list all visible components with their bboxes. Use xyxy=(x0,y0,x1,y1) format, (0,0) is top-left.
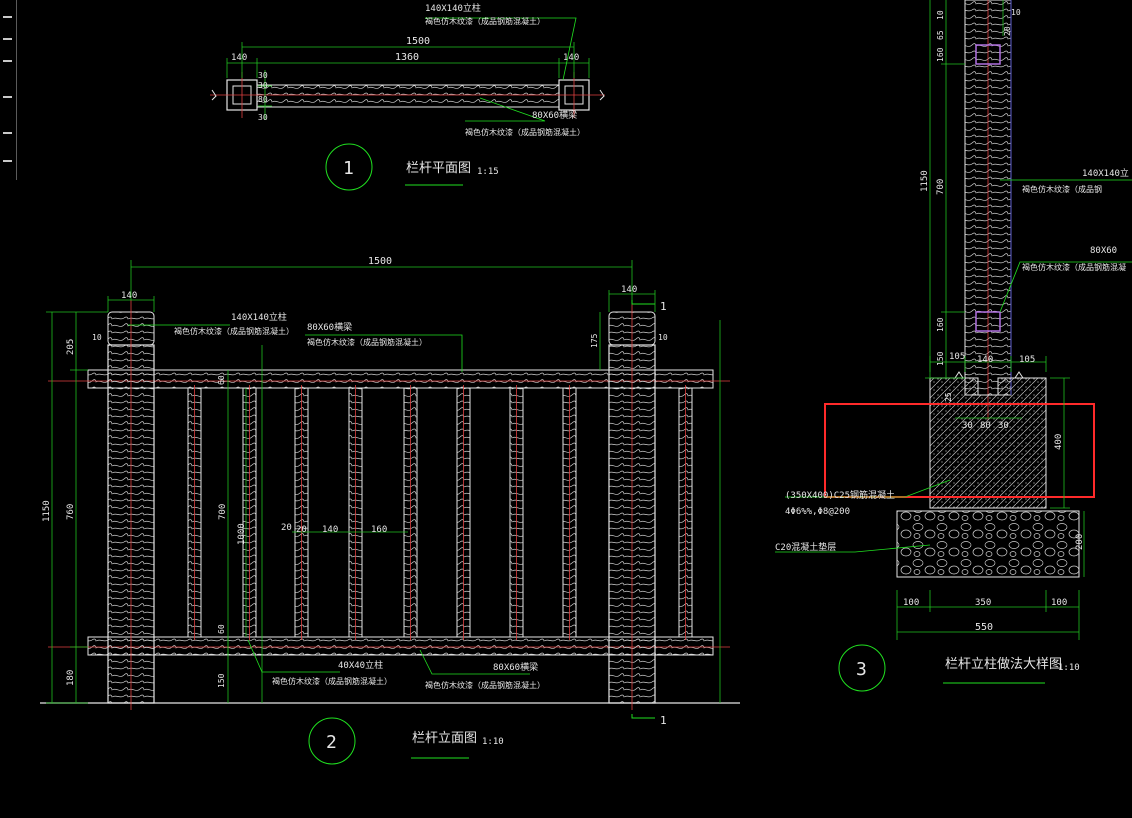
elev-bubble xyxy=(308,717,356,765)
elev-note-post-finish: 褐色仿木纹漆（成品钢筋混凝土） xyxy=(174,326,294,336)
detail-dim-140: 140 xyxy=(977,355,993,365)
plan-dim-80: 80 xyxy=(258,95,268,104)
elev-dim-post-right: 140 xyxy=(621,285,637,295)
detail-note-rail-finish: 褐色仿木纹漆（成品钢筋混凝 xyxy=(1022,262,1126,272)
elev-dim-60-top: 60 xyxy=(217,375,226,385)
detail-view: 1150 700 160 65 10 10 20 160 150 105 140… xyxy=(775,0,1132,692)
elev-dim-700: 700 xyxy=(218,504,228,520)
elev-dim-60-bottom: 60 xyxy=(217,624,226,634)
elev-dim-150: 150 xyxy=(217,673,226,688)
detail-dim-20: 20 xyxy=(1003,26,1012,36)
highlight-selection-box[interactable] xyxy=(824,403,1095,498)
elev-note-baluster: 40X40立柱 xyxy=(338,659,383,671)
elev-note-rail-finish: 褐色仿木纹漆（成品钢筋混凝土） xyxy=(307,337,427,347)
plan-note-post: 140X140立柱 xyxy=(425,2,481,14)
elev-bottom-rail xyxy=(87,636,714,656)
detail-rail-mark-top xyxy=(975,44,1001,65)
plan-view: 1500 140 1360 140 30 30 80 30 140X140立柱 … xyxy=(210,2,605,191)
detail-dim-200: 200 xyxy=(1075,534,1085,550)
detail-note-post-finish: 褐色仿木纹漆（成品钢 xyxy=(1022,184,1102,194)
elev-dim-1150: 1150 xyxy=(42,500,52,522)
elev-dim-total: 1500 xyxy=(368,256,392,267)
plan-bubble-number: 1 xyxy=(343,158,354,179)
elev-note-rail-bottom-finish: 褐色仿木纹漆（成品钢筋混凝土） xyxy=(425,680,545,690)
detail-note-rail: 80X60 xyxy=(1090,246,1117,256)
detail-dim-700: 700 xyxy=(936,179,946,195)
detail-bubble xyxy=(838,644,886,692)
elev-dim-175: 175 xyxy=(590,333,599,348)
detail-dim-25: 25 xyxy=(944,392,953,402)
elev-dim-160: 160 xyxy=(371,525,387,535)
elev-dim-760: 760 xyxy=(66,504,76,520)
detail-note-post: 140X140立 xyxy=(1082,167,1129,179)
elev-section-1-top: 1 xyxy=(660,300,667,313)
elevation-view: 1 1 1500 140 140 10 10 175 1150 205 760 xyxy=(40,256,740,765)
plan-note-post-finish: 褐色仿木纹漆（成品钢筋混凝土） xyxy=(425,16,545,26)
detail-dim-30-right: 30 xyxy=(998,421,1009,431)
detail-dim-80: 80 xyxy=(980,421,991,431)
detail-dim-100-right: 100 xyxy=(1051,598,1067,608)
detail-dim-105-right: 105 xyxy=(1019,355,1035,365)
detail-scale: 1:10 xyxy=(1058,663,1080,673)
detail-dim-160-top: 160 xyxy=(936,47,945,62)
elev-dim-20a: 20 xyxy=(281,523,292,533)
detail-base-course xyxy=(896,510,1080,578)
detail-dim-105-left: 105 xyxy=(949,352,965,362)
plan-bubble xyxy=(325,143,373,191)
plan-dim-right: 140 xyxy=(563,53,579,63)
elev-dim-180: 180 xyxy=(66,670,76,686)
detail-dim-100-left: 100 xyxy=(903,598,919,608)
plan-dim-30c: 30 xyxy=(258,113,268,122)
detail-dim-1150: 1150 xyxy=(920,170,930,192)
detail-dim-10-a: 10 xyxy=(936,10,945,20)
detail-rail-mark-bottom xyxy=(975,311,1001,332)
plan-title: 栏杆平面图 xyxy=(406,161,471,176)
detail-note-base: C20混凝土垫层 xyxy=(775,541,836,553)
plan-dim-left: 140 xyxy=(231,53,247,63)
elev-note-baluster-finish: 褐色仿木纹漆（成品钢筋混凝土） xyxy=(272,676,392,686)
elev-dim-post-left: 140 xyxy=(121,291,137,301)
plan-rail xyxy=(255,84,561,108)
detail-dim-30-left: 30 xyxy=(962,421,973,431)
detail-bubble-number: 3 xyxy=(856,659,867,680)
plan-note-rail-finish: 褐色仿木纹漆（成品钢筋混凝土） xyxy=(465,127,585,137)
left-toolbar-strip xyxy=(0,0,17,180)
elev-section-1-bottom: 1 xyxy=(660,714,667,727)
detail-dim-10-b: 10 xyxy=(1011,8,1021,17)
plan-scale: 1:15 xyxy=(477,167,499,177)
elev-note-rail-bottom: 80X60横梁 xyxy=(493,661,538,673)
elev-dim-1000: 1000 xyxy=(237,523,247,545)
detail-note-footing-rebar: 4Φ6%%,Φ8@200 xyxy=(785,507,850,517)
detail-footing xyxy=(929,377,1047,509)
elev-dim-10-right: 10 xyxy=(658,333,668,342)
detail-dim-160-bottom: 160 xyxy=(936,317,945,332)
plan-dim-30a: 30 xyxy=(258,71,268,80)
detail-note-footing: (350X400)C25钢筋混凝土 xyxy=(785,489,895,501)
elev-dim-140: 140 xyxy=(322,525,338,535)
elev-title: 栏杆立面图 xyxy=(412,731,477,746)
detail-dim-65: 65 xyxy=(936,30,945,40)
plan-dim-30b: 30 xyxy=(258,81,268,90)
elev-bubble-number: 2 xyxy=(326,732,337,753)
detail-dim-350: 350 xyxy=(975,598,991,608)
elev-dim-20b: 20 xyxy=(296,525,307,535)
detail-dim-400: 400 xyxy=(1054,434,1064,450)
detail-title: 栏杆立柱做法大样图 xyxy=(945,657,1062,672)
elev-note-post: 140X140立柱 xyxy=(231,311,287,323)
plan-dim-mid: 1360 xyxy=(395,52,419,63)
elev-scale: 1:10 xyxy=(482,737,504,747)
elev-dim-205: 205 xyxy=(66,339,76,355)
detail-dim-150: 150 xyxy=(936,351,945,366)
detail-dim-550: 550 xyxy=(975,622,993,633)
elev-dim-10-left: 10 xyxy=(92,333,102,342)
plan-note-rail: 80X60横梁 xyxy=(532,109,577,121)
elev-top-rail xyxy=(87,369,714,389)
plan-dim-total: 1500 xyxy=(406,36,430,47)
elev-note-rail: 80X60横梁 xyxy=(307,321,352,333)
elev-balusters xyxy=(187,385,693,640)
